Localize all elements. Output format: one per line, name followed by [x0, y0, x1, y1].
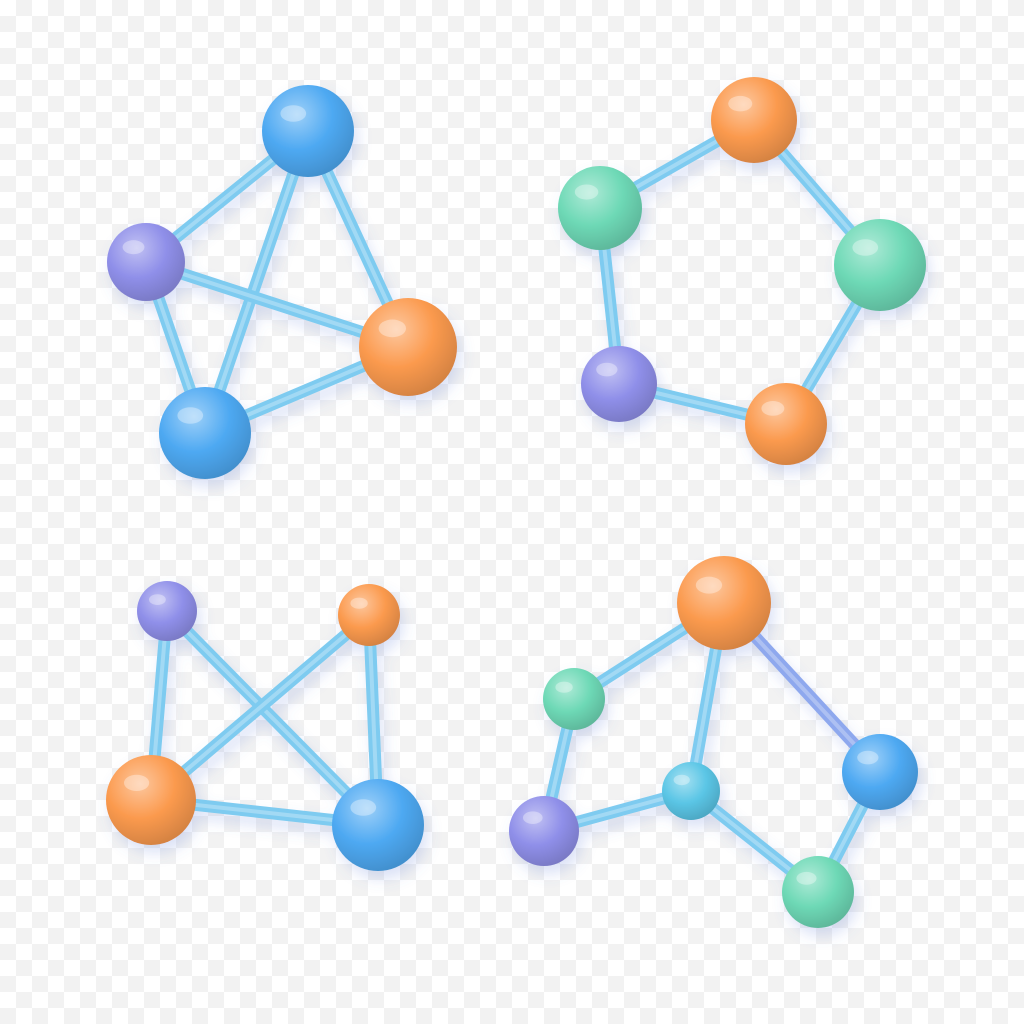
tetra-graph: [107, 85, 457, 479]
tetra-graph-node-b: [107, 223, 185, 301]
hexagon-graph-node-d: [662, 762, 720, 820]
pentagon-graph-node-gloss-a: [728, 95, 753, 112]
bowtie-graph-node-gloss-b: [350, 597, 368, 609]
tetra-graph-node-gloss-b: [122, 240, 145, 255]
tetra-graph-node-a: [262, 85, 354, 177]
pentagon-graph-node-e: [745, 383, 827, 465]
tetra-graph-node-gloss-d: [177, 407, 204, 424]
hexagon-graph: [509, 556, 918, 928]
bowtie-graph-node-d: [332, 779, 424, 871]
tetra-graph-edge-highlight-a-d: [203, 129, 310, 435]
hexagon-graph-node-f: [782, 856, 854, 928]
bowtie-graph-node-c: [106, 755, 196, 845]
tetra-graph-node-c: [359, 298, 457, 396]
pentagon-graph-node-d: [581, 346, 657, 422]
bowtie-graph-node-b: [338, 584, 400, 646]
bowtie-graph-node-gloss-a: [149, 594, 166, 605]
pentagon-graph-node-a: [711, 77, 797, 163]
hexagon-graph-node-a: [677, 556, 771, 650]
bowtie-graph: [106, 581, 424, 871]
hexagon-graph-node-b: [543, 668, 605, 730]
pentagon-graph-node-c: [834, 219, 926, 311]
pentagon-graph-node-gloss-d: [596, 362, 618, 377]
hexagon-graph-node-gloss-f: [796, 871, 817, 885]
hexagon-graph-node-gloss-b: [555, 681, 573, 693]
hexagon-graph-node-c: [509, 796, 579, 866]
pentagon-graph-node-gloss-b: [574, 184, 599, 200]
bowtie-graph-edge-highlight-b-c: [149, 613, 371, 802]
graphs-layer: [106, 77, 926, 928]
bowtie-graph-edge-highlight-a-d: [165, 609, 380, 827]
pentagon-graph-node-b: [558, 166, 642, 250]
pentagon-graph-node-gloss-c: [852, 239, 879, 256]
tetra-graph-node-gloss-a: [280, 105, 307, 122]
bowtie-graph-node-gloss-d: [350, 799, 377, 816]
hexagon-graph-node-e: [842, 734, 918, 810]
tetra-graph-node-gloss-c: [378, 319, 407, 338]
pentagon-graph-node-gloss-e: [761, 401, 785, 416]
bowtie-graph-node-gloss-c: [124, 774, 150, 792]
tetra-graph-node-d: [159, 387, 251, 479]
hexagon-graph-node-gloss-a: [695, 576, 723, 594]
bowtie-graph-node-a: [137, 581, 197, 641]
hexagon-graph-node-gloss-c: [523, 811, 543, 824]
hexagon-graph-node-gloss-d: [673, 774, 690, 786]
hexagon-graph-node-gloss-e: [857, 750, 879, 765]
pentagon-graph: [558, 77, 926, 465]
